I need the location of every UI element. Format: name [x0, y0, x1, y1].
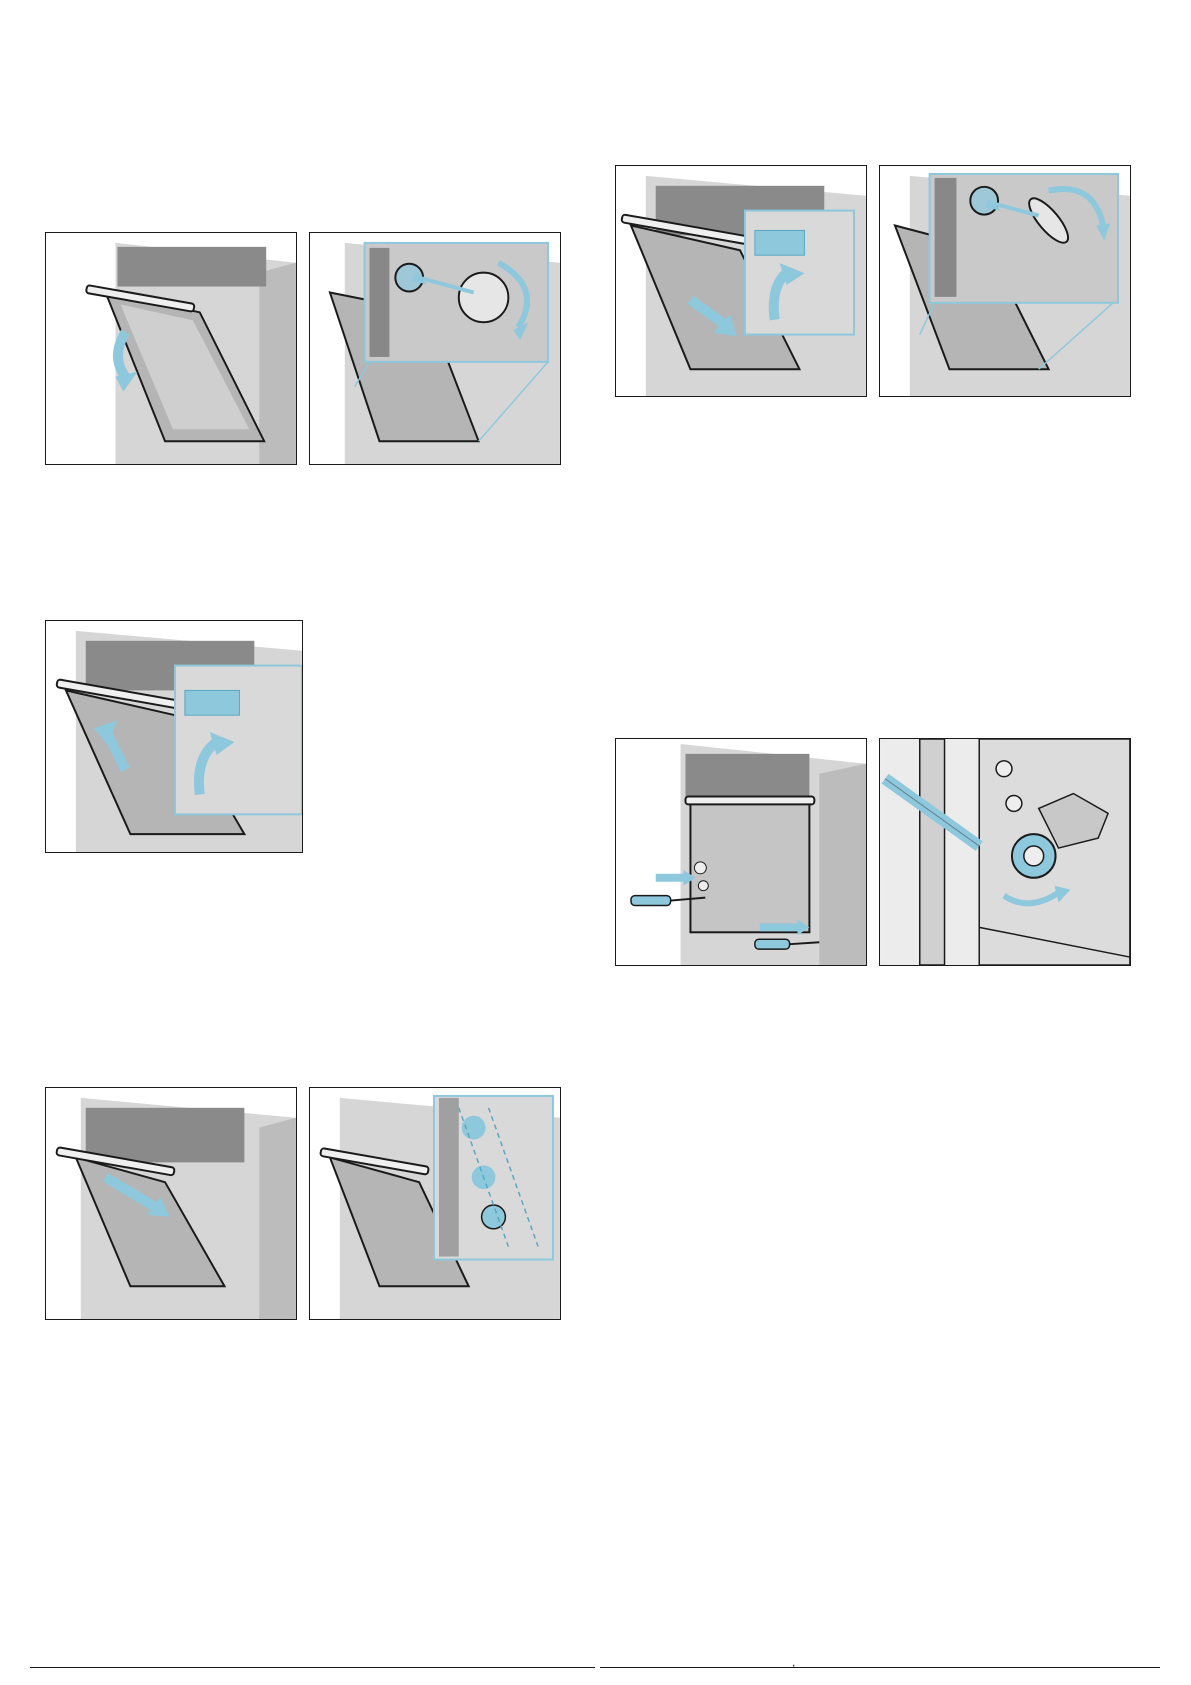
figure-wrench [879, 738, 1131, 966]
figure-hinge-screws [309, 1087, 561, 1320]
oven-push-lever-illustration [616, 166, 866, 396]
oven-close-door-illustration [46, 1088, 296, 1319]
oven-screwdriver-illustration [616, 739, 866, 965]
footer-mark: , [792, 1655, 795, 1669]
figure-raise-lever [45, 620, 303, 853]
oven-lever-up-illustration [46, 621, 302, 852]
footer-rule-left [30, 1667, 595, 1668]
oven-hinge-screws-illustration [310, 1088, 560, 1319]
figure-close-door [45, 1087, 297, 1320]
oven-lamp-detail-illustration [310, 233, 560, 464]
figure-push-lever [615, 165, 867, 397]
figure-screwdriver [615, 738, 867, 966]
figure-rotate-seal [879, 165, 1131, 397]
oven-open-door-illustration [46, 233, 296, 464]
figure-lamp-cover [309, 232, 561, 465]
oven-seal-rotate-illustration [880, 166, 1130, 396]
figure-open-door [45, 232, 297, 465]
hinge-wrench-illustration [880, 739, 1130, 965]
footer-rule-right [600, 1667, 1160, 1668]
